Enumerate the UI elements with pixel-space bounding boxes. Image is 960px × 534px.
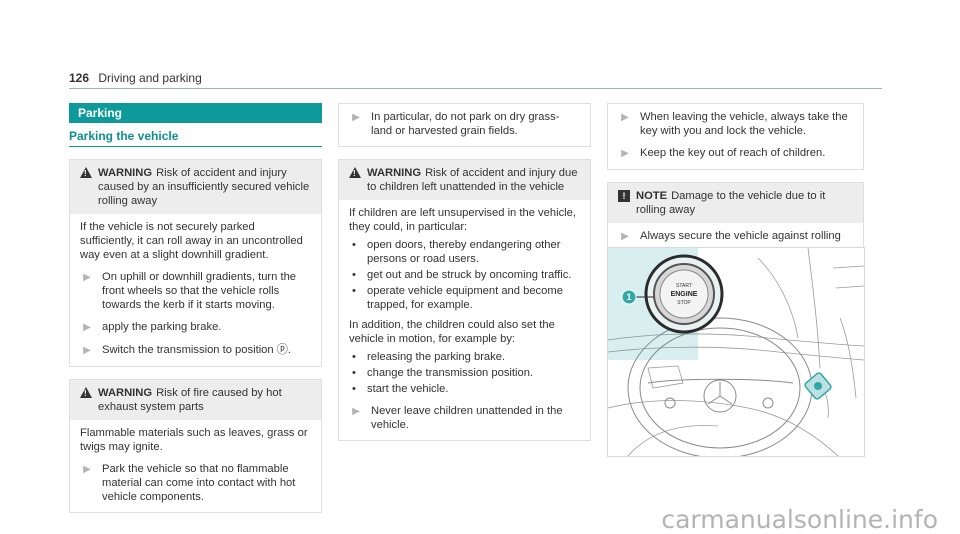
start-label: START	[676, 283, 692, 289]
step-arrow-icon: ▶	[352, 406, 360, 417]
step-arrow-icon: ▶	[83, 464, 91, 475]
column-1: Parking Parking the vehicle WARNINGRisk …	[69, 103, 322, 513]
step-arrow-icon: ▶	[352, 112, 360, 123]
step-box: ▶ When leaving the vehicle, always take …	[607, 103, 864, 170]
list-item: •start the vehicle.	[352, 383, 449, 395]
warning-keyword: WARNING	[367, 167, 422, 179]
instruction-step: ▶ On uphill or downhill gradients, turn …	[80, 270, 311, 312]
warning-intro: If children are left unsupervised in the…	[349, 207, 576, 233]
note-keyword: NOTE	[636, 190, 668, 202]
watermark: carmanualsonline.info	[661, 505, 938, 534]
instruction-step: ▶ Never leave children unattended in the…	[349, 404, 580, 432]
step-box: ▶ In particular, do not park on dry gras…	[338, 103, 591, 147]
step-arrow-icon: ▶	[621, 112, 629, 123]
step-arrow-icon: ▶	[83, 322, 91, 333]
note-icon: !	[618, 190, 630, 202]
step-arrow-icon: ▶	[83, 272, 91, 283]
warning-keyword: WARNING	[98, 167, 153, 179]
instruction-step: ▶ When leaving the vehicle, always take …	[618, 110, 853, 138]
warning-triangle-icon	[349, 167, 361, 178]
callout-number: 1	[626, 292, 631, 302]
bullet-list: •open doors, thereby endangering other p…	[349, 238, 580, 312]
warning-text: If the vehicle is not securely parked su…	[80, 221, 303, 261]
list-item: •get out and be struck by oncoming traff…	[352, 269, 572, 281]
stop-label: STOP	[677, 300, 691, 306]
bullet-list: •releasing the parking brake. •change th…	[349, 350, 580, 396]
step-arrow-icon: ▶	[621, 148, 629, 159]
section-title: Driving and parking	[98, 71, 202, 85]
page-number: 126	[69, 71, 90, 85]
callout-1-badge	[621, 289, 637, 305]
instruction-step: ▶ Park the vehicle so that no flammable …	[80, 462, 311, 504]
dashboard-illustration: START ENGINE STOP 1	[607, 247, 865, 457]
warning-keyword: WARNING	[98, 387, 153, 399]
engine-label: ENGINE	[671, 291, 698, 298]
dashboard-drawing: START ENGINE STOP 1	[608, 248, 864, 456]
list-item: •releasing the parking brake.	[352, 351, 506, 363]
warning-title: Risk of accident and injury caused by an…	[98, 167, 310, 207]
list-item: •open doors, thereby endangering other p…	[352, 239, 561, 265]
section-bar: Parking	[69, 103, 322, 123]
instruction-step: ▶ Switch the transmission to position ⓟ.	[80, 343, 311, 358]
header-divider	[69, 88, 882, 89]
column-2: ▶ In particular, do not park on dry gras…	[338, 103, 591, 441]
warning-triangle-icon	[80, 387, 92, 398]
warning-title: Risk of fire caused by hot exhaust syste…	[98, 387, 282, 413]
subsection-heading: Parking the vehicle	[69, 129, 322, 147]
list-item: •operate vehicle equipment and become tr…	[352, 285, 563, 311]
column-3: ▶ When leaving the vehicle, always take …	[607, 103, 864, 266]
warning-triangle-icon	[80, 167, 92, 178]
page-header: 126 Driving and parking	[69, 71, 202, 85]
step-arrow-icon: ▶	[83, 345, 91, 356]
step-arrow-icon: ▶	[621, 231, 629, 242]
warning-text: Flammable materials such as leaves, gras…	[80, 427, 308, 453]
list-item: •change the transmission position.	[352, 367, 534, 379]
instruction-step: ▶ In particular, do not park on dry gras…	[349, 110, 580, 138]
instruction-step: ▶ Keep the key out of reach of children.	[618, 146, 853, 161]
warning-mid-text: In addition, the children could also set…	[349, 319, 555, 345]
warning-title: Risk of accident and injury due to child…	[367, 167, 578, 193]
instruction-step: ▶ apply the parking brake.	[80, 320, 311, 335]
note-title: Damage to the vehicle due to it rolling …	[636, 190, 826, 216]
